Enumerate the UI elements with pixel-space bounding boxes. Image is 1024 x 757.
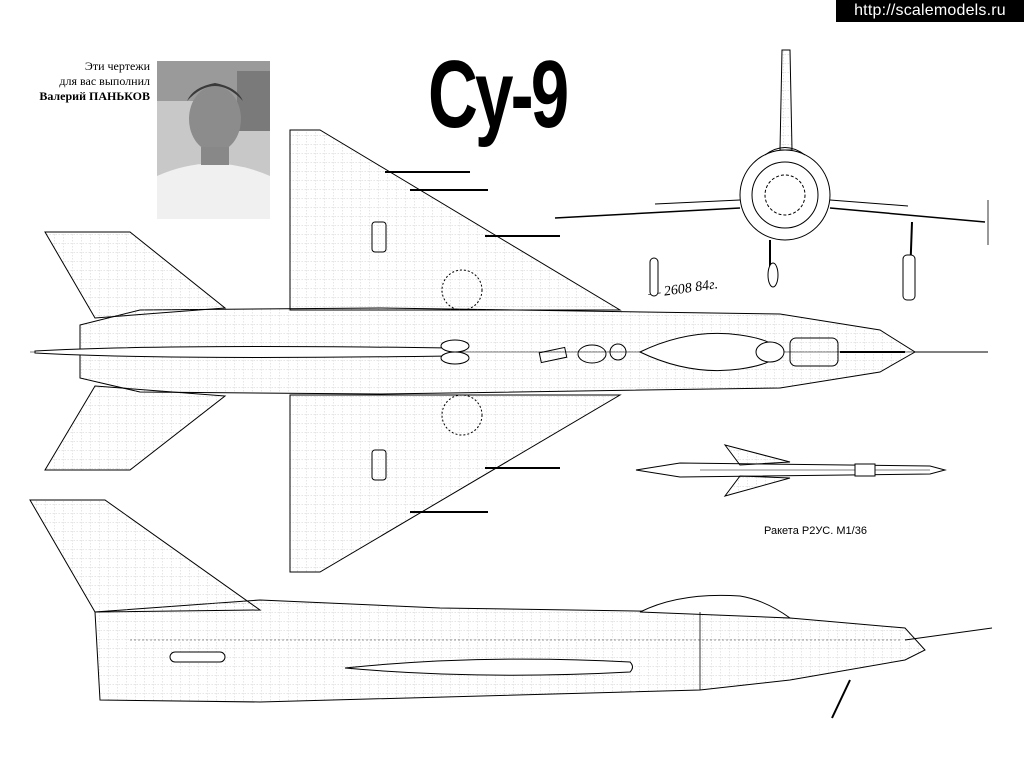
author-credit: Эти чертежи для вас выполнил Валерий ПАН… bbox=[8, 59, 150, 104]
plan-wing-lower bbox=[289, 394, 622, 573]
side-view bbox=[29, 499, 993, 719]
side-canopy bbox=[639, 594, 792, 619]
plan-wing-upper bbox=[289, 129, 622, 311]
site-watermark: http://scalemodels.ru bbox=[836, 0, 1024, 22]
front-intake-outer bbox=[739, 149, 831, 241]
missile-drawing bbox=[635, 444, 947, 497]
credit-line-2: для вас выполнил bbox=[59, 74, 150, 88]
author-photo bbox=[157, 61, 270, 219]
aircraft-title: Су-9 bbox=[428, 41, 569, 148]
credit-author-name: Валерий ПАНЬКОВ bbox=[39, 89, 150, 103]
side-fin bbox=[29, 499, 262, 613]
plan-tail-upper bbox=[44, 231, 227, 319]
missile-caption: Ракета Р2УС. М1/36 bbox=[764, 525, 867, 537]
credit-line-1: Эти чертежи bbox=[84, 59, 150, 73]
plan-tail-lower bbox=[44, 385, 227, 471]
front-view bbox=[554, 49, 989, 301]
side-fuselage bbox=[94, 599, 926, 703]
plan-view bbox=[30, 129, 988, 573]
